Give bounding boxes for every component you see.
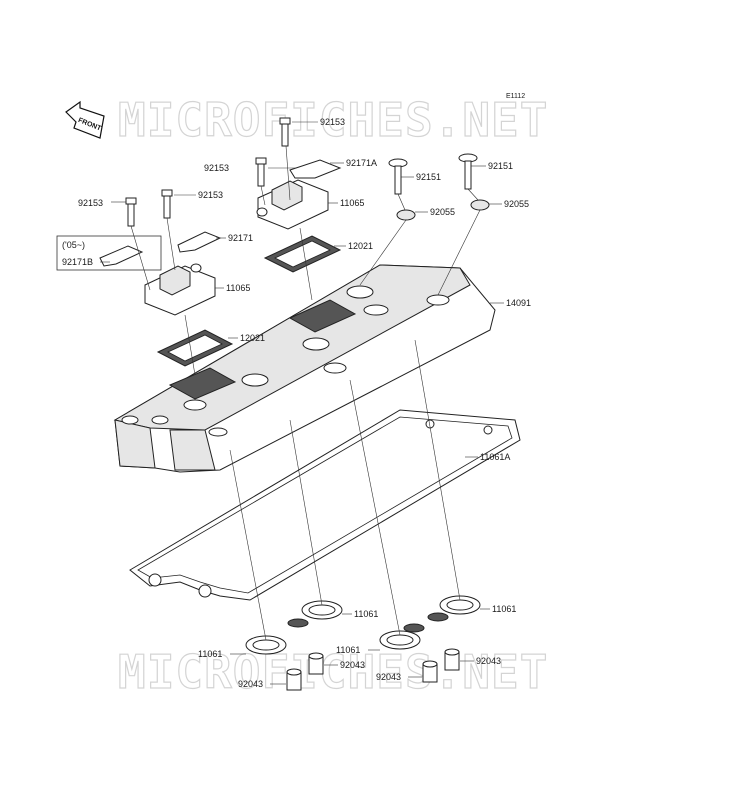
callout-92043-b: 92043 [476,656,501,666]
bracket-92171A [289,159,342,179]
diagram-code: E1112 [506,93,525,100]
callout-92055-a: 92055 [430,207,455,217]
gasket-11061A [129,409,521,601]
callout-11061-b: 11061 [492,604,516,614]
note-label: ('05~) [62,240,85,250]
callout-92153-b: 92153 [204,163,229,173]
callout-92151-b: 92151 [488,161,513,171]
callout-92043-a: 92043 [340,660,365,670]
pad-12021-left [156,329,234,367]
callout-92151-a: 92151 [416,172,441,182]
watermark-bottom: MICROFICHES.NET [118,645,548,699]
front-arrow-icon: FRONT [65,100,105,139]
callout-12021-b: 12021 [240,333,265,343]
callout-92171: 92171 [228,233,253,243]
cover-11065-right [256,179,329,230]
callout-92171B: 92171B [62,257,93,267]
bolt-92151-a [388,158,408,195]
callout-92055-b: 92055 [504,199,529,209]
leader-lines [100,121,504,685]
pad-12021-lower-a [168,367,237,400]
washer-92055-b [470,199,490,211]
callout-92153-d: 92153 [78,198,103,208]
bolt-92153-d [125,197,137,227]
bolt-92153-b [255,157,267,187]
cover-11065-left [144,263,216,316]
callout-11061-a: 11061 [354,609,378,619]
callout-92153-c: 92153 [198,190,223,200]
bolt-92153-c [161,189,173,219]
callout-11061A: 11061A [480,452,510,462]
seal-11061-d [427,595,481,622]
callout-92171A: 92171A [346,158,377,168]
dowel-92043-b [308,652,324,675]
seal-11061-b [287,600,343,628]
callout-11061-c: 11061 [198,649,222,659]
callout-92043-c: 92043 [238,679,263,689]
callout-12021-a: 12021 [348,241,373,251]
assembly-lines [130,145,481,641]
dowel-92043-d [444,648,460,671]
callout-92153-a: 92153 [320,117,345,127]
bracket-92171 [177,231,222,253]
pad-12021-right [263,235,342,273]
washer-92055-a [396,209,416,221]
bolt-92153-a [279,117,291,147]
callout-11065-a: 11065 [340,198,364,208]
callout-11061-d: 11061 [336,645,360,655]
pad-12021-lower-b [288,299,357,333]
seal-11061-c [379,623,425,650]
watermark-top: MICROFICHES.NET [118,93,548,147]
callout-92043-d: 92043 [376,672,401,682]
bolt-92151-b [458,153,478,190]
callout-11065-b: 11065 [226,283,250,293]
seal-11061-a [245,635,287,655]
dowel-92043-a [286,668,302,691]
callout-14091: 14091 [506,298,531,308]
dowel-92043-c [422,660,438,683]
bracket-92171B [99,245,144,267]
